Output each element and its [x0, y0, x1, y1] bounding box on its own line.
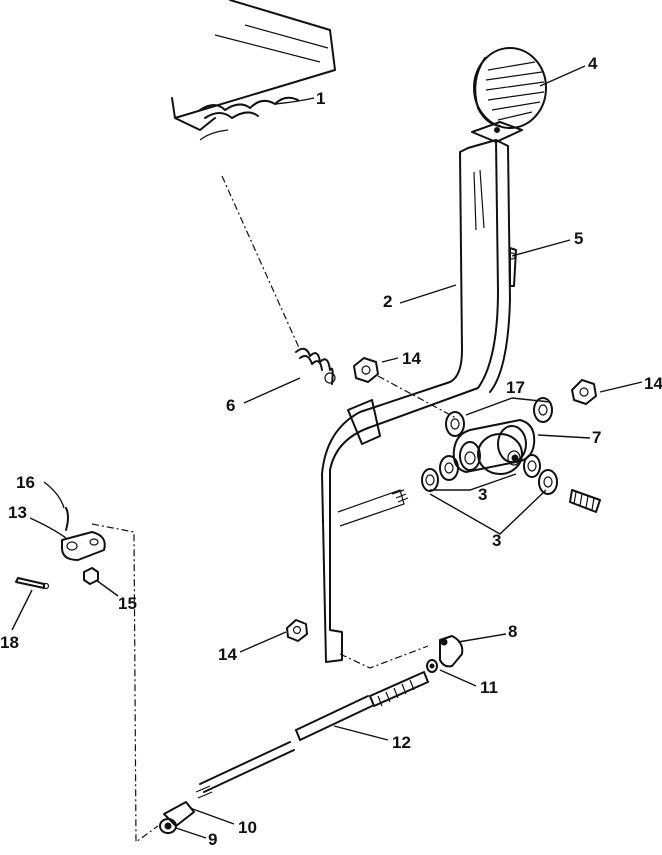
- callout-18: 18: [0, 633, 19, 652]
- callout-12: 12: [392, 733, 411, 752]
- callout-14: 14: [402, 349, 421, 368]
- callout-1: 1: [316, 89, 325, 108]
- return-spring: [295, 347, 336, 385]
- callout-7: 7: [592, 428, 601, 447]
- callout-17: 17: [506, 378, 525, 397]
- pivot-bolts: [569, 489, 601, 513]
- arm-clip: [508, 247, 517, 287]
- cable-end-fitting: [426, 635, 464, 673]
- callout-3: 3: [492, 531, 501, 550]
- callout-4: 4: [588, 54, 598, 73]
- leader-lines: [11, 65, 643, 839]
- callout-2: 2: [383, 292, 392, 311]
- pivot-bushing: [452, 419, 536, 475]
- pedal-pad: [471, 47, 547, 143]
- callout-13: 13: [8, 503, 27, 522]
- callout-16: 16: [16, 473, 35, 492]
- callout-11: 11: [480, 678, 498, 697]
- assembly-lines: [91, 175, 457, 844]
- callout-8: 8: [508, 622, 517, 641]
- floor-panel-bracket: [171, 0, 336, 141]
- control-rod: [195, 671, 429, 799]
- callout-14: 14: [644, 374, 662, 393]
- callout-14: 14: [218, 645, 237, 664]
- callout-5: 5: [574, 229, 583, 248]
- callout-10: 10: [238, 818, 257, 837]
- washers: [421, 397, 558, 495]
- callout-6: 6: [226, 396, 235, 415]
- pedal-arm: [321, 139, 511, 663]
- callout-3: 3: [478, 485, 487, 504]
- lever-bracket: [15, 507, 106, 590]
- callout-15: 15: [118, 594, 137, 613]
- callout-9: 9: [208, 830, 217, 849]
- rod-end: [159, 801, 195, 834]
- callout-labels: 1 2 3 3 4 5 6 7 8 9 10 11 12 13 14 14 14…: [0, 54, 662, 849]
- nuts: [286, 357, 597, 642]
